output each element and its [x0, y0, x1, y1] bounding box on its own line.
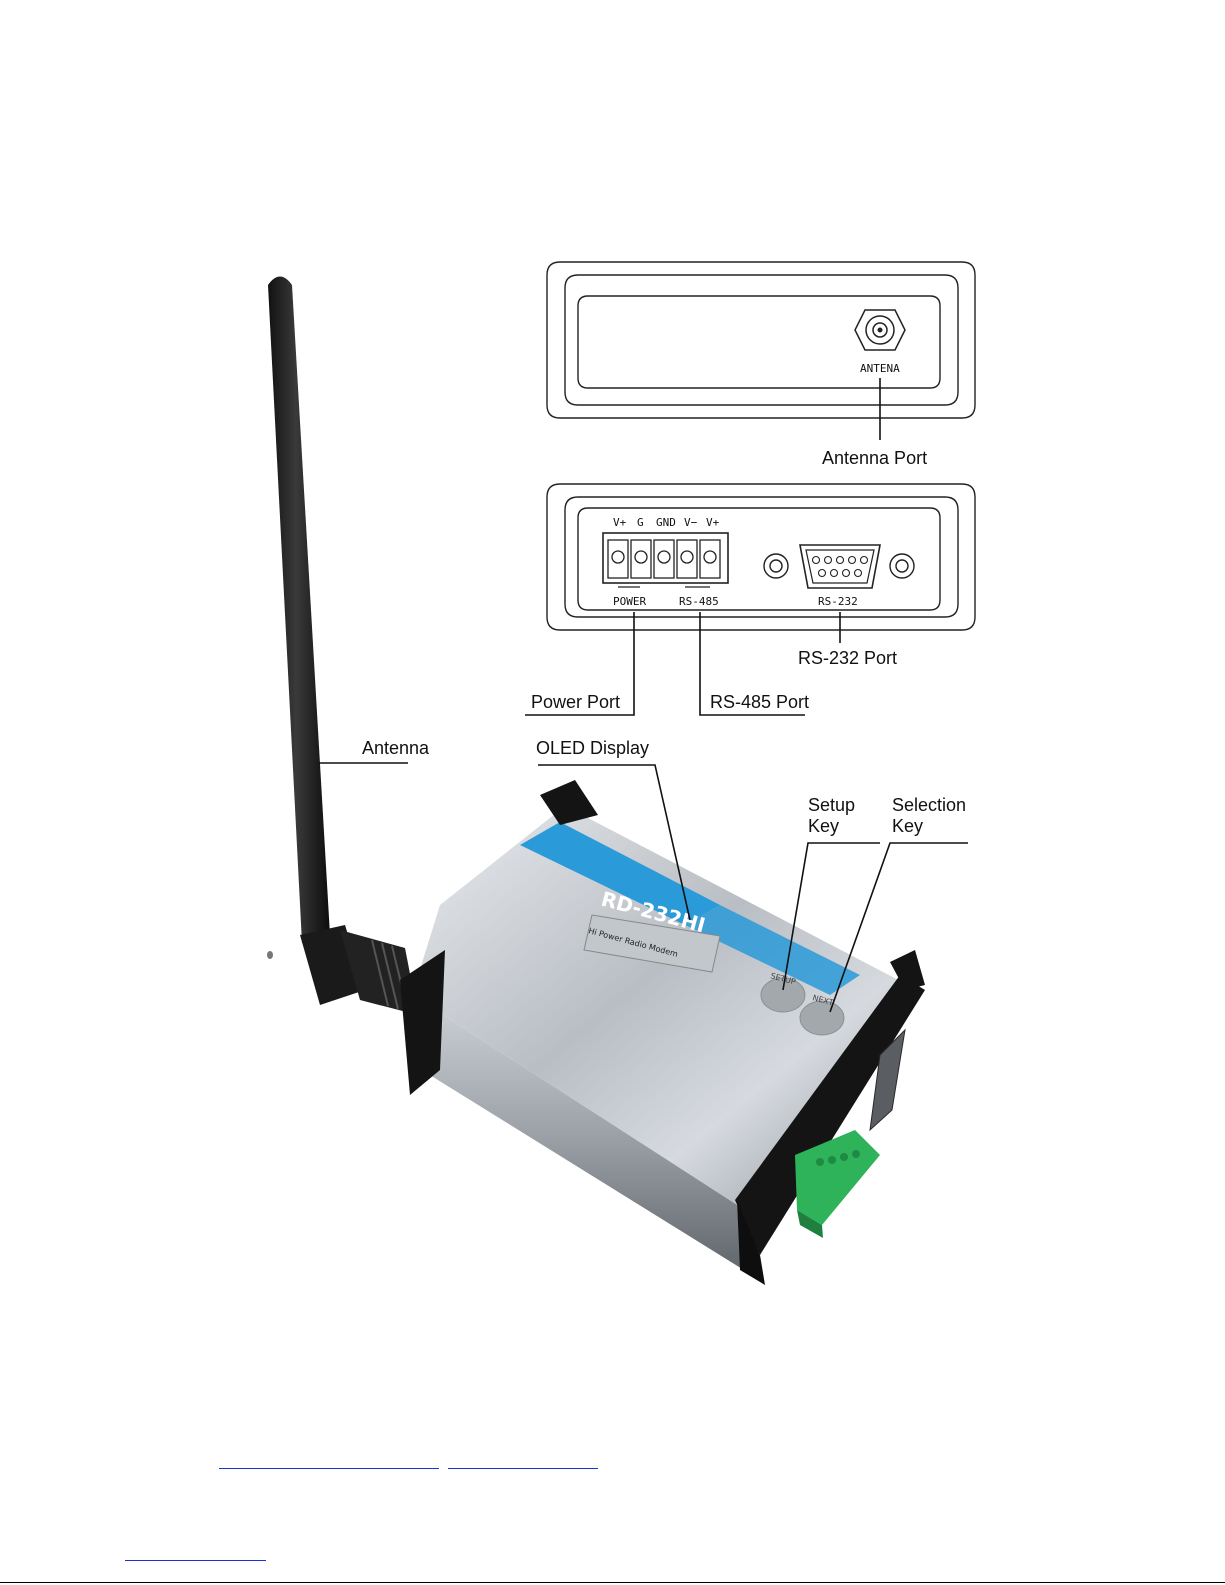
pin-v-minus-label: V−: [684, 516, 698, 529]
hyperlink-underline[interactable]: [219, 1468, 439, 1469]
antenna-side-panel: ANTENA: [547, 262, 975, 418]
antenna-port-label: Antenna Port: [822, 448, 927, 468]
hyperlink-underline[interactable]: [125, 1560, 266, 1561]
pin-v-plus-label: V+: [613, 516, 627, 529]
terminal-block-icon: [603, 533, 728, 587]
rs485-panel-label: RS-485: [679, 595, 719, 608]
pin-v-plus-2-label: V+: [706, 516, 720, 529]
antena-label: ANTENA: [860, 362, 900, 375]
antenna-connector-icon: [855, 310, 905, 350]
power-panel-label: POWER: [613, 595, 646, 608]
page-bottom-rule: [0, 1582, 1225, 1583]
next-button[interactable]: [800, 1001, 844, 1035]
power-port-label: Power Port: [531, 692, 620, 712]
rs232-panel-label: RS-232: [818, 595, 858, 608]
modem-device-icon: RD-232HI Hi Power Radio Modem SETUP NEXT: [400, 780, 925, 1285]
ports-side-panel: V+ G GND V− V+ POWER RS-485: [547, 484, 975, 630]
antenna-icon: [267, 277, 418, 1016]
pin-g-label: G: [637, 516, 644, 529]
setup-key-label-line2: Key: [808, 816, 839, 836]
hyperlink-underline[interactable]: [448, 1468, 598, 1469]
selection-key-label-line2: Key: [892, 816, 923, 836]
oled-display-label: OLED Display: [536, 738, 649, 758]
selection-key-label-line1: Selection: [892, 795, 966, 815]
antenna-label: Antenna: [362, 738, 430, 758]
rs485-port-label: RS-485 Port: [710, 692, 809, 712]
pin-gnd-label: GND: [656, 516, 676, 529]
rs232-port-label: RS-232 Port: [798, 648, 897, 668]
setup-key-label-line1: Setup: [808, 795, 855, 815]
